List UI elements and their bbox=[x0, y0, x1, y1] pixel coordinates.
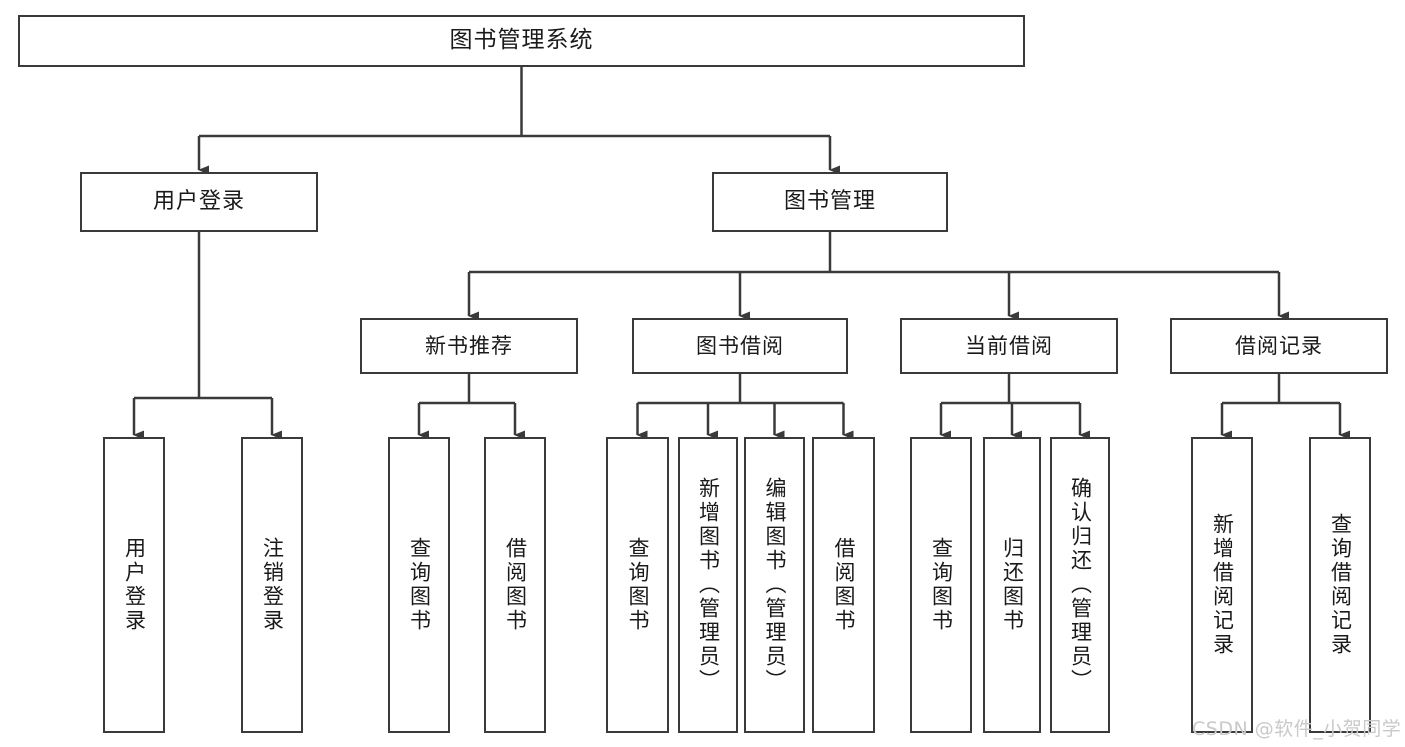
node-user_login[interactable]: 用户登录 bbox=[80, 172, 318, 232]
node-label-new_rec: 新书推荐 bbox=[425, 333, 513, 358]
node-current[interactable]: 当前借阅 bbox=[900, 318, 1118, 374]
node-label-leaf_logout: 注销登录 bbox=[260, 537, 285, 633]
node-leaf_b_edit[interactable]: 编辑图书（管理员） bbox=[744, 437, 805, 733]
node-leaf_r_add[interactable]: 新增借阅记录 bbox=[1191, 437, 1253, 733]
node-leaf_rec_borrow[interactable]: 借阅图书 bbox=[484, 437, 546, 733]
node-label-leaf_b_add: 新增图书（管理员） bbox=[696, 477, 721, 693]
node-label-leaf_b_borrow: 借阅图书 bbox=[832, 537, 857, 633]
csdn-watermark: CSDN @软件_小贺同学 bbox=[1192, 718, 1402, 740]
node-label-records: 借阅记录 bbox=[1235, 333, 1323, 358]
node-leaf_user_login[interactable]: 用户登录 bbox=[103, 437, 165, 733]
node-label-leaf_r_query: 查询借阅记录 bbox=[1328, 513, 1353, 657]
node-label-leaf_user_login: 用户登录 bbox=[122, 537, 147, 633]
node-label-leaf_rec_borrow: 借阅图书 bbox=[503, 537, 528, 633]
node-leaf_c_query[interactable]: 查询图书 bbox=[910, 437, 972, 733]
node-label-leaf_c_confirm: 确认归还（管理员） bbox=[1068, 477, 1093, 693]
node-new_rec[interactable]: 新书推荐 bbox=[360, 318, 578, 374]
node-label-leaf_b_query: 查询图书 bbox=[626, 537, 651, 633]
node-leaf_b_add[interactable]: 新增图书（管理员） bbox=[678, 437, 738, 733]
node-label-leaf_c_return: 归还图书 bbox=[1000, 537, 1025, 633]
node-leaf_c_confirm[interactable]: 确认归还（管理员） bbox=[1050, 437, 1110, 733]
node-leaf_b_borrow[interactable]: 借阅图书 bbox=[812, 437, 875, 733]
node-leaf_logout[interactable]: 注销登录 bbox=[241, 437, 303, 733]
node-records[interactable]: 借阅记录 bbox=[1170, 318, 1388, 374]
node-borrow[interactable]: 图书借阅 bbox=[632, 318, 848, 374]
node-label-current: 当前借阅 bbox=[965, 333, 1053, 358]
node-label-borrow: 图书借阅 bbox=[696, 333, 784, 358]
node-label-leaf_r_add: 新增借阅记录 bbox=[1210, 513, 1235, 657]
node-label-root: 图书管理系统 bbox=[449, 27, 594, 54]
node-label-leaf_b_edit: 编辑图书（管理员） bbox=[763, 477, 788, 693]
node-leaf_c_return[interactable]: 归还图书 bbox=[983, 437, 1041, 733]
node-leaf_r_query[interactable]: 查询借阅记录 bbox=[1309, 437, 1371, 733]
edge-layer bbox=[132, 67, 1350, 440]
node-label-leaf_rec_query: 查询图书 bbox=[407, 537, 432, 633]
node-leaf_b_query[interactable]: 查询图书 bbox=[606, 437, 669, 733]
node-label-book_mgmt: 图书管理 bbox=[783, 188, 876, 214]
node-label-user_login: 用户登录 bbox=[152, 188, 245, 214]
node-root[interactable]: 图书管理系统 bbox=[18, 15, 1025, 67]
node-leaf_rec_query[interactable]: 查询图书 bbox=[388, 437, 450, 733]
node-label-leaf_c_query: 查询图书 bbox=[929, 537, 954, 633]
node-book_mgmt[interactable]: 图书管理 bbox=[712, 172, 948, 232]
